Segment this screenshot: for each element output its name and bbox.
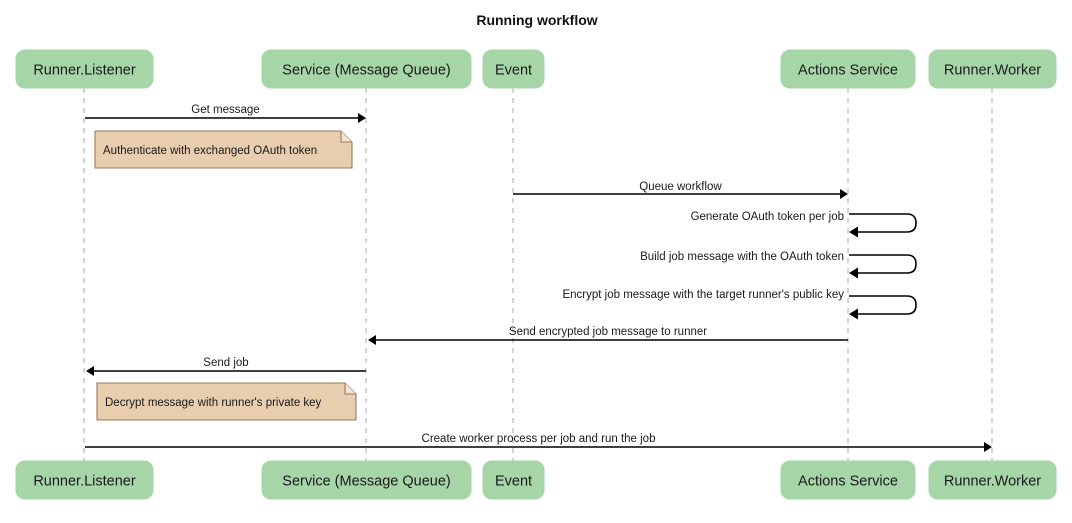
participant-service-mq-top[interactable]: Service (Message Queue) — [261, 49, 472, 89]
participant-runner-worker-top[interactable]: Runner.Worker — [928, 49, 1057, 89]
message-label-build-job-message: Build job message with the OAuth token — [640, 251, 844, 263]
arrowhead-get-message — [358, 113, 366, 123]
message-label-create-worker-process: Create worker process per job and run th… — [422, 433, 656, 445]
participant-label-service-mq-bottom: Service (Message Queue) — [282, 474, 450, 490]
message-queue-workflow: Queue workflow — [513, 181, 848, 199]
message-get-message: Get message — [85, 104, 366, 123]
note-authenticate: Authenticate with exchanged OAuth token — [94, 130, 353, 169]
participant-label-event-top: Event — [495, 63, 532, 79]
participant-runner-listener-top[interactable]: Runner.Listener — [15, 49, 154, 89]
message-send-encrypted-job-message: Send encrypted job message to runner — [368, 326, 848, 345]
participant-label-runner-worker-top: Runner.Worker — [944, 63, 1041, 79]
participants-header-group: Runner.Listener Service (Message Queue) Ev… — [15, 49, 1057, 89]
note-decrypt-label: Decrypt message with runner's private ke… — [105, 397, 322, 409]
arrowhead-send-job — [86, 366, 94, 376]
notes-group: Authenticate with exchanged OAuth tokenD… — [94, 130, 357, 421]
message-send-job: Send job — [86, 357, 366, 376]
page-title: Running workflow — [476, 12, 597, 28]
participant-service-mq-bottom[interactable]: Service (Message Queue) — [261, 460, 472, 500]
arrowhead-queue-workflow — [840, 189, 848, 199]
arrowhead-encrypt-job-message — [849, 308, 858, 320]
arrowhead-build-job-message — [849, 267, 858, 279]
message-label-generate-oauth-token: Generate OAuth token per job — [691, 211, 844, 223]
arrowhead-send-encrypted-job-message — [368, 335, 376, 345]
participant-label-runner-listener-top: Runner.Listener — [33, 63, 136, 79]
participant-runner-listener-bottom[interactable]: Runner.Listener — [15, 460, 154, 500]
message-label-encrypt-job-message: Encrypt job message with the target runn… — [562, 289, 844, 301]
arrowhead-create-worker-process — [984, 442, 992, 452]
message-label-send-job: Send job — [203, 357, 248, 369]
participant-label-actions-service-bottom: Actions Service — [798, 474, 898, 490]
participant-label-event-bottom: Event — [495, 474, 532, 490]
participant-actions-service-bottom[interactable]: Actions Service — [780, 460, 916, 500]
message-label-send-encrypted-job-message: Send encrypted job message to runner — [509, 326, 707, 338]
message-build-job-message: Build job message with the OAuth token — [640, 251, 917, 279]
message-generate-oauth-token: Generate OAuth token per job — [691, 211, 917, 238]
participants-footer-group: Runner.Listener Service (Message Queue) Ev… — [15, 460, 1057, 500]
participant-event-top[interactable]: Event — [482, 49, 545, 89]
note-decrypt: Decrypt message with runner's private ke… — [96, 382, 357, 421]
message-label-get-message: Get message — [191, 104, 259, 116]
participant-label-service-mq-top: Service (Message Queue) — [282, 63, 450, 79]
participant-label-runner-worker-bottom: Runner.Worker — [944, 474, 1041, 490]
message-create-worker-process: Create worker process per job and run th… — [85, 433, 992, 452]
arrowhead-generate-oauth-token — [849, 226, 858, 238]
message-label-queue-workflow: Queue workflow — [639, 181, 722, 193]
participant-actions-service-top[interactable]: Actions Service — [780, 49, 916, 89]
note-authenticate-label: Authenticate with exchanged OAuth token — [103, 145, 317, 157]
participant-label-runner-listener-bottom: Runner.Listener — [33, 474, 136, 490]
lifelines-group — [83, 88, 993, 461]
participant-runner-worker-bottom[interactable]: Runner.Worker — [928, 460, 1057, 500]
message-encrypt-job-message: Encrypt job message with the target runn… — [562, 289, 917, 320]
participant-event-bottom[interactable]: Event — [482, 460, 545, 500]
participant-label-actions-service-top: Actions Service — [798, 63, 898, 79]
